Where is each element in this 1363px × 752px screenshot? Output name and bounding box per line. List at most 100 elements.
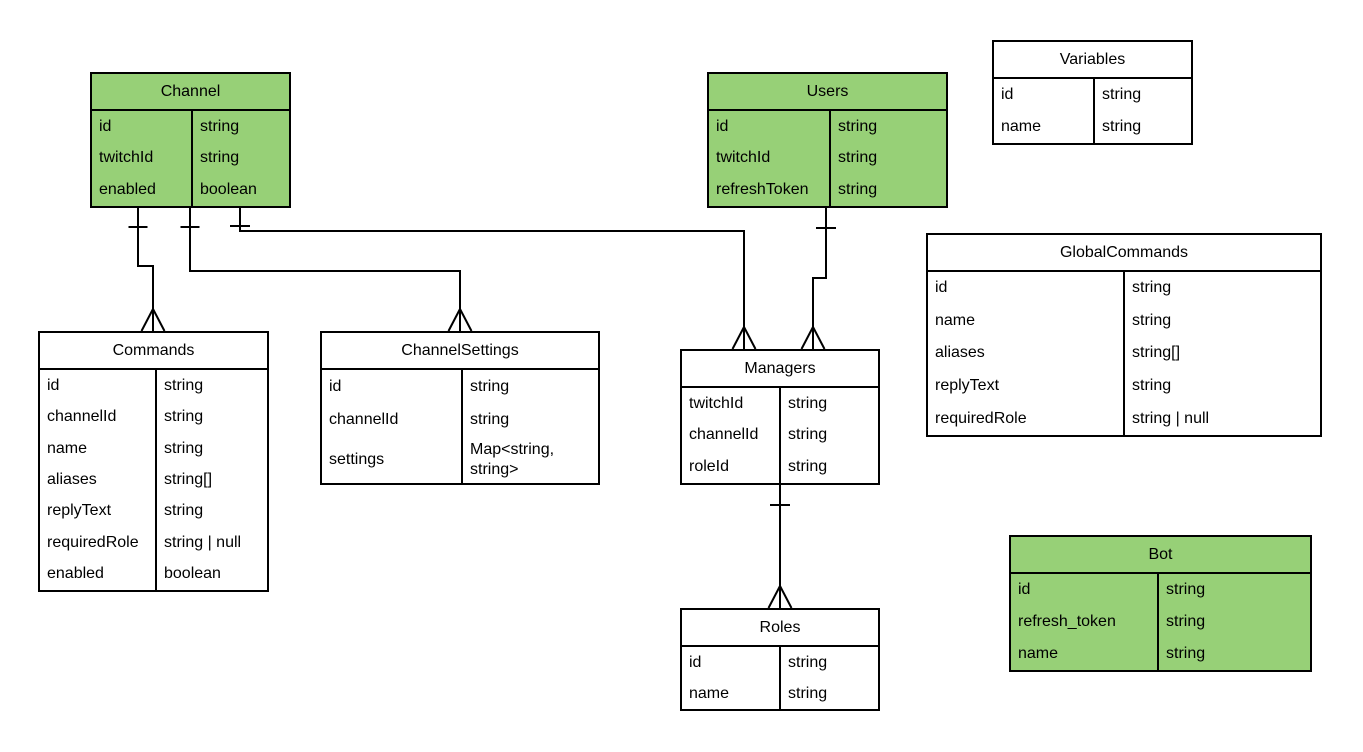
attribute-type: string: [779, 678, 878, 709]
attribute-type: string | null: [1123, 402, 1320, 435]
entity-managers[interactable]: Managers twitchId string channelId string ro…: [680, 349, 880, 485]
attribute-type: string: [1093, 79, 1191, 111]
attribute-type: string: [779, 451, 878, 483]
entity-title: ChannelSettings: [322, 333, 598, 370]
attribute-name: name: [47, 439, 88, 457]
attribute-name: name: [1001, 118, 1042, 135]
entity-title: GlobalCommands: [928, 235, 1320, 272]
connector-line: [189, 208, 461, 331]
entity-attributes: id string channelId string name string aliases…: [40, 370, 267, 590]
attribute-type: string: [1123, 304, 1320, 338]
attribute-type: string: [1157, 574, 1310, 606]
entity-attributes: id string name string: [682, 647, 878, 709]
attribute-name: id: [99, 117, 112, 135]
crow-foot-many-icon: [731, 326, 757, 350]
entity-title: Commands: [40, 333, 267, 370]
attribute-name: enabled: [99, 181, 156, 199]
attribute-name: id: [716, 117, 729, 135]
attribute-name: channelId: [689, 426, 759, 444]
entity-title: Channel: [92, 74, 289, 111]
connector-channel-managers[interactable]: [230, 208, 757, 350]
attribute-type: string: [829, 111, 946, 143]
attribute-name: id: [689, 653, 702, 671]
attribute-name: aliases: [47, 470, 97, 488]
attribute-name: refresh_token: [1018, 613, 1116, 630]
entity-globalcommands[interactable]: GlobalCommands id string name string aliases…: [926, 233, 1322, 437]
entity-channelsettings[interactable]: ChannelSettings id string channelId string s…: [320, 331, 600, 485]
attribute-type: string: [461, 370, 598, 403]
entity-attributes: id string twitchId string refreshToken string: [709, 111, 946, 206]
attribute-name: id: [935, 279, 948, 297]
attribute-type: string: [779, 647, 878, 678]
connector-line: [239, 208, 745, 349]
attribute-type: string: [155, 401, 267, 433]
attribute-name: twitchId: [689, 394, 744, 412]
connector-channel-commands[interactable]: [128, 208, 166, 332]
attribute-type: string: [1093, 111, 1191, 143]
attribute-name: id: [47, 376, 60, 394]
entity-title: Managers: [682, 351, 878, 388]
attribute-name: aliases: [935, 344, 985, 362]
entity-title: Roles: [682, 610, 878, 647]
attribute-name: replyText: [47, 502, 112, 520]
attribute-type: string: [155, 370, 267, 402]
attribute-type: string: [155, 432, 267, 465]
entity-title: Users: [709, 74, 946, 111]
attribute-type: string: [155, 495, 267, 528]
attribute-type: boolean: [155, 558, 267, 590]
attribute-name: twitchId: [716, 149, 771, 167]
entity-attributes: twitchId string channelId string roleId strin…: [682, 388, 878, 483]
attribute-name: name: [689, 684, 730, 702]
connector-line: [137, 208, 154, 331]
entity-roles[interactable]: Roles id string name string: [680, 608, 880, 711]
attribute-type: string | null: [155, 527, 267, 559]
attribute-name: name: [1018, 645, 1059, 662]
attribute-name: requiredRole: [935, 409, 1027, 427]
entity-users[interactable]: Users id string twitchId string refreshToken…: [707, 72, 948, 208]
attribute-type: string: [1123, 272, 1320, 305]
attribute-type: string: [829, 174, 946, 206]
crow-foot-many-icon: [767, 585, 793, 609]
attribute-name: id: [329, 377, 342, 395]
attribute-type: string: [191, 111, 289, 143]
crow-foot-many-icon: [140, 308, 166, 332]
attribute-name: refreshToken: [716, 181, 809, 199]
attribute-type: string: [461, 403, 598, 436]
attribute-name: roleId: [689, 458, 730, 476]
attribute-type: string: [1157, 638, 1310, 670]
attribute-type: string: [829, 142, 946, 175]
crow-foot-many-icon: [800, 326, 826, 350]
attribute-name: channelId: [329, 410, 399, 428]
attribute-name: channelId: [47, 408, 117, 426]
attribute-name: id: [1018, 581, 1031, 598]
attribute-name: name: [935, 311, 976, 329]
entity-title: Variables: [994, 42, 1191, 79]
connector-managers-roles[interactable]: [767, 485, 793, 609]
attribute-name: enabled: [47, 565, 104, 583]
attribute-name: replyText: [935, 377, 1000, 395]
entity-title: Bot: [1011, 537, 1310, 574]
entity-commands[interactable]: Commands id string channelId string name stri…: [38, 331, 269, 592]
attribute-type: string: [779, 388, 878, 420]
attribute-type: boolean: [191, 174, 289, 206]
crow-foot-many-icon: [447, 308, 473, 332]
attribute-name: requiredRole: [47, 533, 139, 551]
attribute-type: string: [1157, 606, 1310, 638]
attribute-type: string: [1123, 369, 1320, 403]
attribute-name: settings: [329, 450, 385, 468]
attribute-type: string: [779, 419, 878, 452]
attribute-type: string: [191, 142, 289, 175]
connector-line: [812, 208, 827, 349]
attribute-type: string[]: [155, 464, 267, 496]
connector-channel-channelsettings[interactable]: [180, 208, 473, 332]
connector-users-managers[interactable]: [800, 208, 837, 350]
